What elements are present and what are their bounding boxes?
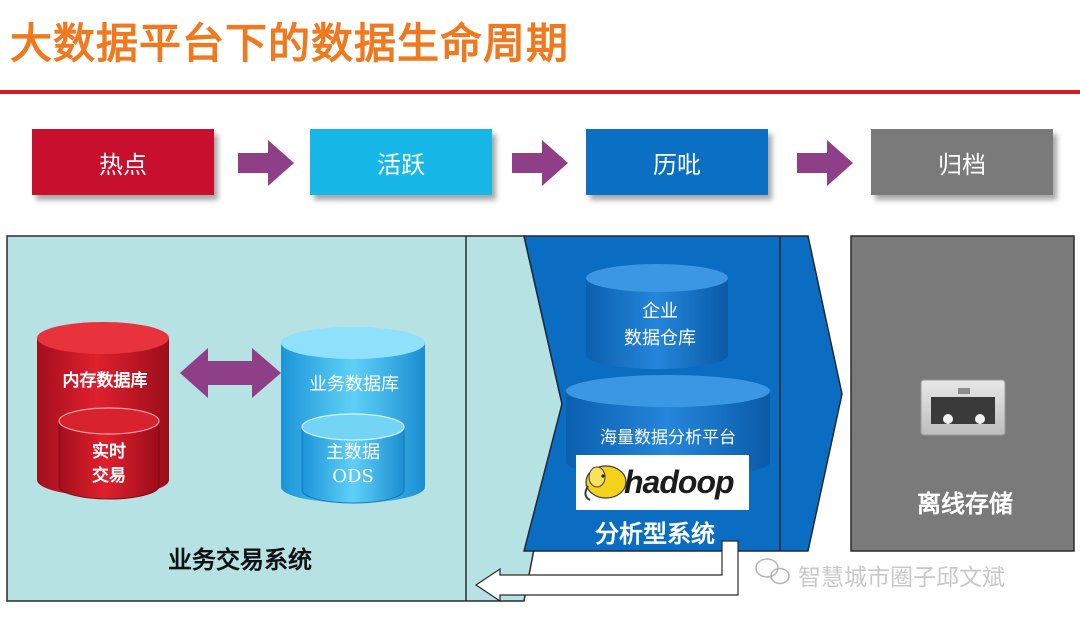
stage-arrow-1 <box>238 140 294 186</box>
business-db-label: 业务数据库 <box>309 374 399 395</box>
ods-cylinder <box>301 413 405 504</box>
stage-arrow-2 <box>512 140 568 186</box>
enterprise-dw-cylinder <box>586 264 728 369</box>
mass-platform-label: 海量数据分析平台 <box>600 428 736 448</box>
tape-storage-icon <box>920 379 1006 436</box>
enterprise-dw-label: 企业 数据仓库 <box>624 301 696 349</box>
stage-archive: 归档 <box>871 129 1053 195</box>
hadoop-logo-text: hadoop <box>624 464 735 500</box>
stage-arrow-3 <box>797 140 853 186</box>
stage-archive-label: 归档 <box>938 150 986 179</box>
wechat-icon <box>755 558 790 585</box>
archive-label: 离线存储 <box>917 490 1013 518</box>
page-title: 大数据平台下的数据生命周期 <box>10 19 570 68</box>
ods-label: 主数据 ODS <box>326 442 380 487</box>
analytics-system-label: 分析型系统 <box>595 520 715 548</box>
hadoop-elephant-icon <box>584 465 627 501</box>
title-divider <box>0 90 1080 94</box>
return-arrow <box>474 540 739 603</box>
realtime-cylinder <box>58 407 160 500</box>
business-system-label: 业务交易系统 <box>168 546 312 574</box>
stage-historical-label: 历吡 <box>653 150 701 179</box>
stage-hot: 热点 <box>32 129 214 195</box>
sync-arrow <box>180 348 281 398</box>
stage-active: 活跃 <box>310 129 492 195</box>
stage-active-label: 活跃 <box>377 150 425 179</box>
stage-hot-label: 热点 <box>99 150 147 179</box>
realtime-trading-label: 实时 交易 <box>92 442 126 486</box>
watermark: 智慧城市圈子邱文斌 <box>798 565 1005 591</box>
stage-historical: 历吡 <box>586 129 768 195</box>
inmemory-db-label: 内存数据库 <box>62 371 148 391</box>
